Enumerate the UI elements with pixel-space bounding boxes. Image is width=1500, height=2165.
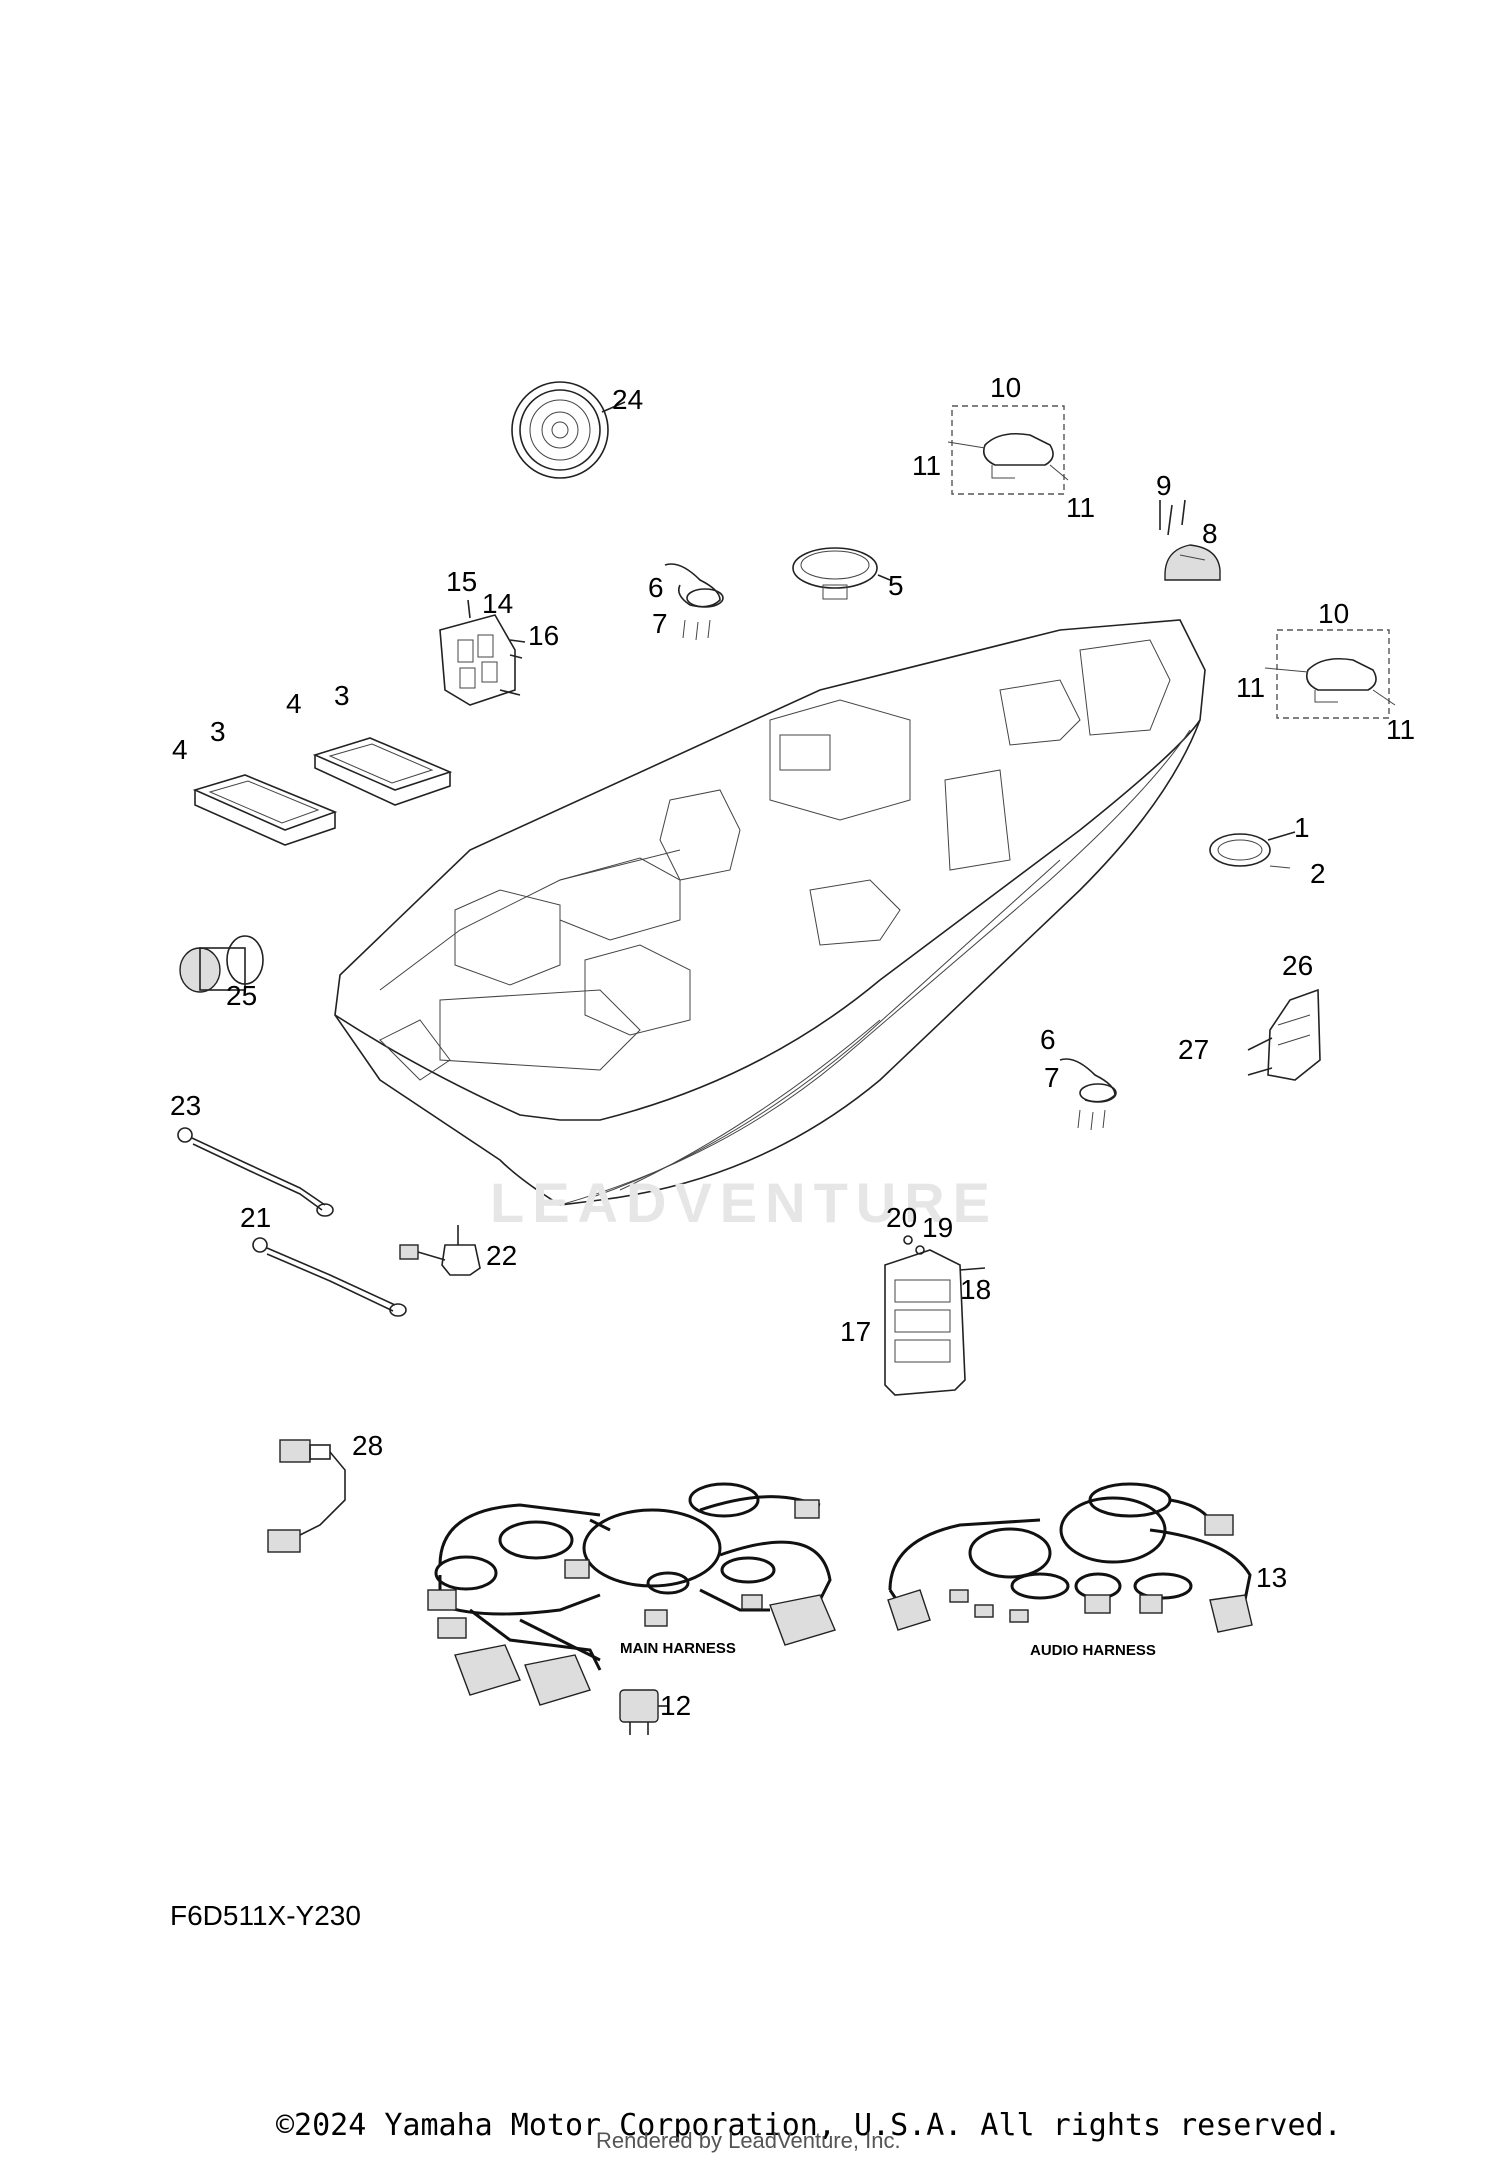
callout-23: 23 xyxy=(170,1090,202,1121)
callout-15: 15 xyxy=(446,566,478,597)
diagram-code: F6D511X-Y230 xyxy=(170,1900,361,1931)
callout-17: 17 xyxy=(840,1316,872,1347)
boat-hull xyxy=(334,619,1206,1206)
callout-3-left: 3 xyxy=(210,716,226,747)
main-harness-label: MAIN HARNESS xyxy=(620,1640,736,1657)
callout-7-lower: 7 xyxy=(1044,1062,1060,1093)
callout-13: 13 xyxy=(1256,1562,1288,1593)
callout-25: 25 xyxy=(226,980,258,1011)
callout-9: 9 xyxy=(1156,470,1172,501)
part-5-cover xyxy=(792,547,891,600)
callout-12: 12 xyxy=(660,1690,692,1721)
callout-5: 5 xyxy=(888,570,904,601)
callout-10-top: 10 xyxy=(990,372,1022,403)
callout-18: 18 xyxy=(960,1274,992,1305)
callout-6-lower: 6 xyxy=(1040,1024,1056,1055)
part-6-light-lower xyxy=(1059,1058,1117,1131)
part-audio-harness xyxy=(887,1482,1253,1633)
callout-26: 26 xyxy=(1282,950,1314,981)
watermark: LEADVENTURE xyxy=(490,1171,999,1234)
rendered-by-credit: Rendered by LeadVenture, Inc. xyxy=(596,2128,901,2153)
callout-4-right: 4 xyxy=(286,688,302,719)
part-12-relay xyxy=(619,1689,668,1735)
part-8-cap xyxy=(1164,544,1221,581)
callout-20: 20 xyxy=(886,1202,918,1233)
callout-21: 21 xyxy=(240,1202,272,1233)
audio-harness-label: AUDIO HARNESS xyxy=(1030,1642,1156,1659)
callout-2: 2 xyxy=(1310,858,1326,889)
part-21-cable xyxy=(252,1237,407,1317)
callout-7-top: 7 xyxy=(652,608,668,639)
callout-24: 24 xyxy=(612,384,644,415)
callout-10-right: 10 xyxy=(1318,598,1350,629)
copyright-notice: ©2024 Yamaha Motor Corporation, U.S.A. A… xyxy=(276,2108,1342,2143)
part-10-light-assembly-right xyxy=(1264,629,1396,719)
callout-3-right: 3 xyxy=(334,680,350,711)
callout-1: 1 xyxy=(1294,812,1310,843)
callout-4-left: 4 xyxy=(172,734,188,765)
part-10-light-assembly-top xyxy=(947,405,1069,495)
part-22-sensor xyxy=(399,1225,481,1276)
callout-16: 16 xyxy=(528,620,560,651)
callout-6-top: 6 xyxy=(648,572,664,603)
callout-11-top-left: 11 xyxy=(912,450,942,481)
part-3-battery-tray-right xyxy=(312,737,453,806)
callout-27: 27 xyxy=(1178,1034,1210,1065)
part-1-vent xyxy=(1209,831,1296,869)
part-28-adapter xyxy=(267,1439,346,1553)
callout-11-top-right: 11 xyxy=(1066,492,1096,523)
callout-8: 8 xyxy=(1202,518,1218,549)
callout-19: 19 xyxy=(922,1212,954,1243)
callout-22: 22 xyxy=(486,1240,518,1271)
part-24-gauge xyxy=(511,381,626,479)
part-main-harness xyxy=(427,1482,836,1706)
callout-11-right-left: 11 xyxy=(1236,672,1266,703)
part-17-control-module xyxy=(884,1235,986,1396)
callout-11-right-right: 11 xyxy=(1386,714,1416,745)
part-23-cable xyxy=(177,1127,334,1217)
part-9-screws xyxy=(1159,499,1186,536)
callout-14: 14 xyxy=(482,588,514,619)
callout-28: 28 xyxy=(352,1430,384,1461)
part-26-cover-plate xyxy=(1247,988,1321,1081)
part-14-switch-panel xyxy=(439,599,526,706)
part-25-fitting xyxy=(179,935,264,993)
part-3-battery-tray-left xyxy=(192,774,338,846)
part-6-light-top xyxy=(664,563,724,641)
